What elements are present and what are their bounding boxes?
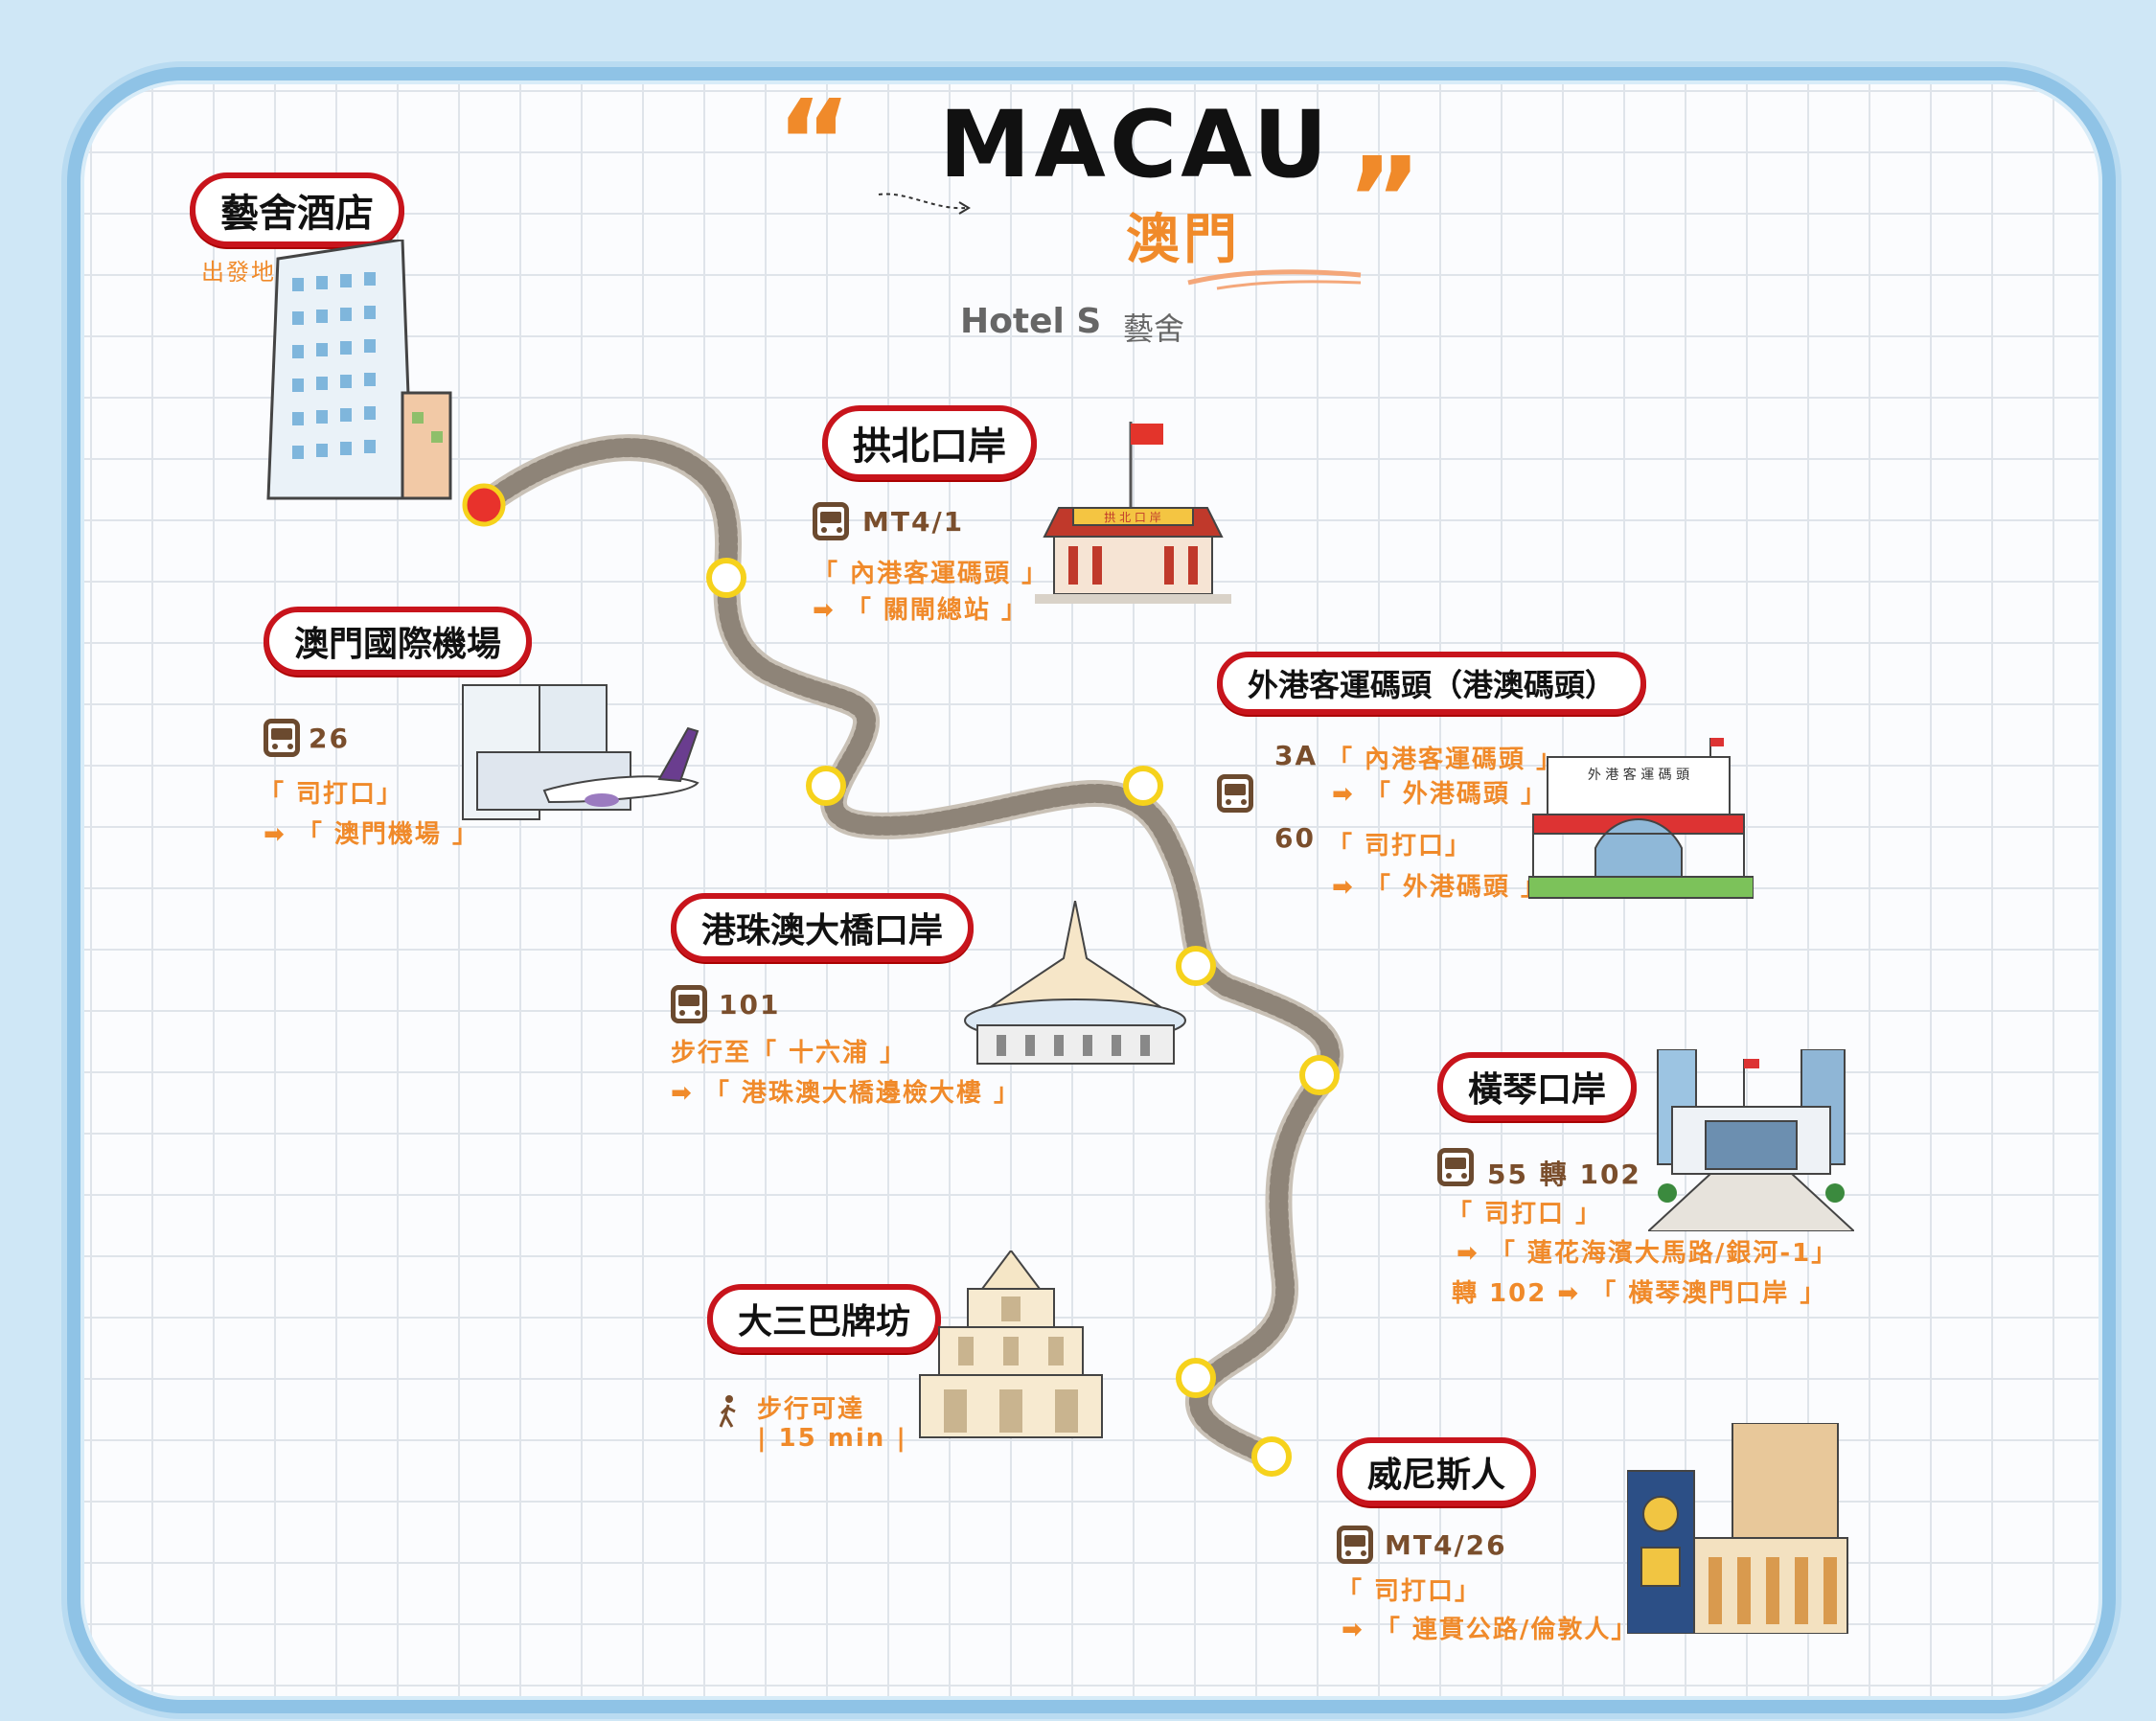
bus-icon xyxy=(264,719,300,757)
hotel-note: 出發地 xyxy=(201,259,276,286)
hengqin-transfer: 轉 102 ➡ 「 橫琴澳門口岸 」 xyxy=(1452,1279,1827,1308)
ferry-terminal-illustration: 外 港 客 運 碼 頭 xyxy=(1528,738,1754,899)
bus-icon xyxy=(671,985,707,1023)
ruins-time: | 15 min | xyxy=(757,1424,907,1453)
route-dot xyxy=(1176,1358,1216,1398)
route-dot xyxy=(1176,946,1216,986)
route-dot xyxy=(1123,766,1163,806)
ferry-route2-from: 「 司打口」 xyxy=(1327,832,1473,860)
ferry-route1-to: ➡ 「 外港碼頭 」 xyxy=(1332,780,1548,809)
hengqin-port-illustration xyxy=(1648,1049,1854,1231)
hotel-name-en: Hotel S xyxy=(960,302,1102,341)
route-dot xyxy=(806,766,846,806)
hengqin-bus-number: 55 轉 102 xyxy=(1487,1159,1641,1190)
bus-icon xyxy=(1337,1526,1373,1564)
venetian-illustration xyxy=(1627,1423,1848,1634)
hengqin-from: 「 司打口 」 xyxy=(1447,1200,1603,1228)
ferry-route2-to: ➡ 「 外港碼頭 」 xyxy=(1332,873,1548,902)
hzmb-bus-number: 101 xyxy=(719,989,781,1021)
ferry-sign: 外 港 客 運 碼 頭 xyxy=(1588,767,1689,783)
venetian-from: 「 司打口」 xyxy=(1337,1577,1482,1606)
hotel-name-cn: 藝舍 xyxy=(1123,310,1185,347)
hengqin-to: ➡ 「 蓮花海濱大馬路/銀河-1」 xyxy=(1456,1239,1839,1268)
start-dot xyxy=(462,483,506,527)
subtitle: 澳門 xyxy=(1126,209,1241,271)
bus-icon xyxy=(1437,1148,1474,1186)
hzmb-to: ➡ 「 港珠澳大橋邊檢大樓 」 xyxy=(671,1079,1021,1108)
page-title: MACAU xyxy=(939,91,1332,198)
airport-from: 「 司打口」 xyxy=(259,780,404,809)
stop-label-hotel: 藝舍酒店 xyxy=(190,172,404,247)
hotel-building-illustration xyxy=(266,240,452,500)
stop-label-ruins: 大三巴牌坊 xyxy=(707,1284,942,1353)
stop-label-airport: 澳門國際機場 xyxy=(264,607,533,676)
ferry-route1-from: 「 內港客運碼頭 」 xyxy=(1327,746,1564,774)
ferry-route1-bus: 3A xyxy=(1274,740,1319,771)
route-dot xyxy=(706,558,746,598)
ferry-route2-bus: 60 xyxy=(1274,822,1316,854)
airport-illustration xyxy=(462,684,700,820)
map-frame xyxy=(67,67,2116,1713)
close-quote: ” xyxy=(1346,134,1422,267)
airport-bus-number: 26 xyxy=(309,723,350,754)
stop-label-gongbei: 拱北口岸 xyxy=(822,405,1037,480)
venetian-bus-number: MT4/26 xyxy=(1385,1529,1507,1561)
brush-underline xyxy=(1187,269,1362,290)
gongbei-sign: 拱 北 口 岸 xyxy=(1104,511,1160,524)
gongbei-port-illustration: 拱 北 口 岸 xyxy=(1035,422,1231,604)
stop-label-venetian: 威尼斯人 xyxy=(1337,1437,1537,1506)
gongbei-from: 「 內港客運碼頭 」 xyxy=(813,560,1049,588)
stop-label-hzmb: 港珠澳大橋口岸 xyxy=(671,893,975,962)
ruins-walk: 步行可達 xyxy=(757,1395,865,1424)
gongbei-to: ➡ 「 關閘總站 」 xyxy=(813,596,1028,625)
bus-icon xyxy=(1217,774,1253,813)
hzmb-port-illustration xyxy=(964,901,1186,1065)
airport-to: ➡ 「 澳門機場 」 xyxy=(264,820,479,849)
gongbei-bus-number: MT4/1 xyxy=(862,506,965,538)
hzmb-walk: 步行至「 十六浦 」 xyxy=(671,1039,907,1067)
bus-icon xyxy=(813,502,849,540)
stop-label-hengqin: 橫琴口岸 xyxy=(1437,1052,1638,1121)
stop-label-ferry: 外港客運碼頭（港澳碼頭） xyxy=(1217,652,1647,715)
venetian-to: ➡ 「 連貫公路/倫敦人」 xyxy=(1342,1616,1639,1644)
walking-person-icon xyxy=(719,1395,736,1428)
route-dot xyxy=(1251,1436,1292,1477)
route-dot xyxy=(1299,1055,1340,1095)
dotted-arrow-icon xyxy=(878,193,971,215)
ruins-facade-illustration xyxy=(919,1251,1103,1438)
open-quote: “ xyxy=(776,77,852,210)
